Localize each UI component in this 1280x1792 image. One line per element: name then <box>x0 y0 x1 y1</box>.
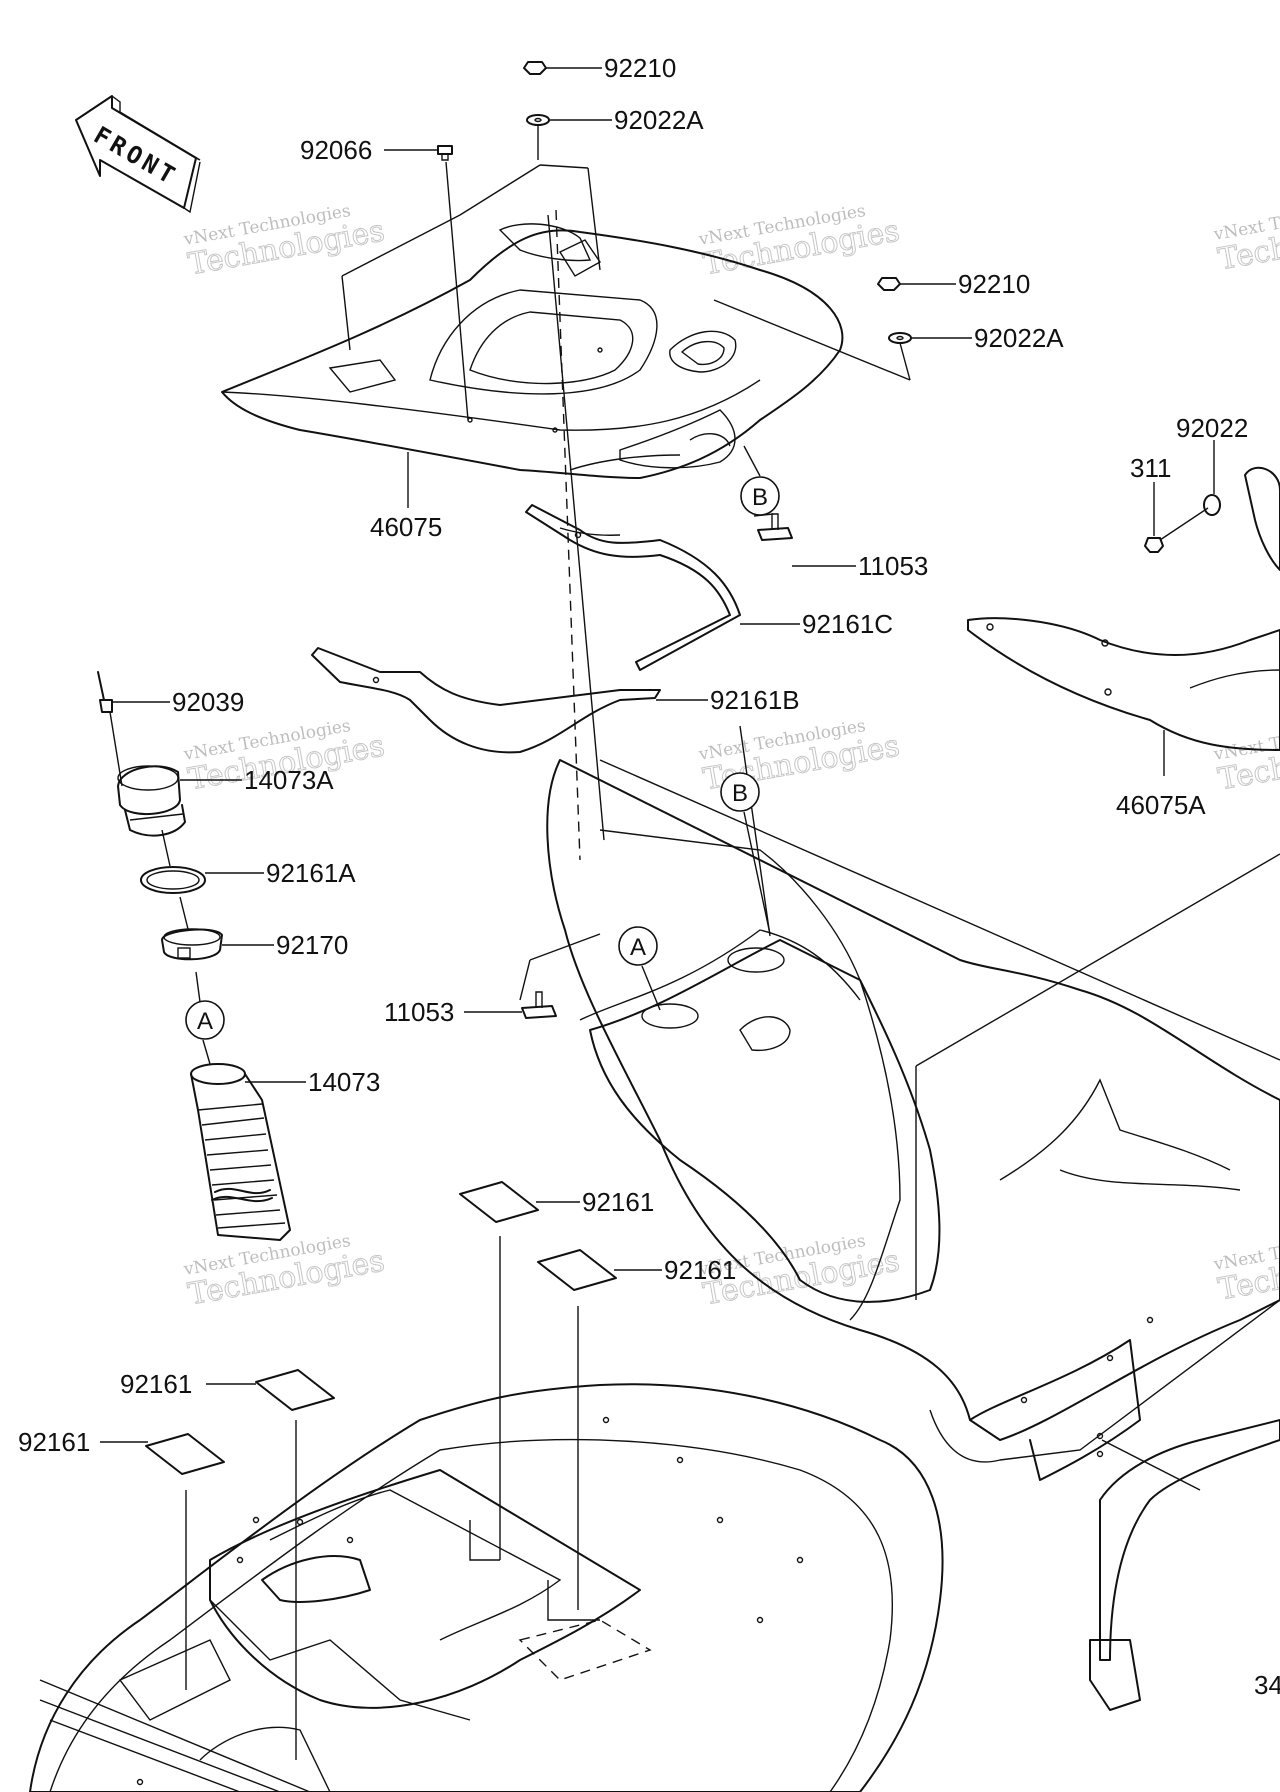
label-plate-92161 <box>145 1433 225 1475</box>
callout-label: 11053 <box>858 551 928 581</box>
bolt-92066 <box>437 145 453 161</box>
ref-marker-letter: B <box>752 484 768 511</box>
callout-34: 34 <box>1254 1670 1280 1700</box>
callout-label: 92210 <box>958 269 1030 299</box>
callout-92210: 92210 <box>900 269 1030 299</box>
nut-311 <box>1144 537 1164 553</box>
watermark: vNext Technologies Technologies <box>181 201 387 283</box>
ref-marker-a: A <box>618 926 661 1011</box>
callout-label: 11053 <box>384 997 454 1027</box>
ref-marker-a: A <box>185 1000 225 1040</box>
callout-46075a: 46075A <box>1116 730 1206 820</box>
callout-92170: 92170 <box>222 930 348 960</box>
washer-92022 <box>1203 494 1221 516</box>
ref-marker-b: B <box>740 476 780 516</box>
callout-46075: 46075 <box>370 452 442 542</box>
nut-92210-top <box>523 61 547 75</box>
side-cover-46075a <box>967 466 1280 751</box>
callout-label: 311 <box>1130 453 1171 483</box>
callout-92039: 92039 <box>112 687 244 717</box>
callout-label: 14073 <box>308 1067 380 1097</box>
ring-92161a <box>140 866 206 894</box>
rivet-11053-lower <box>521 991 557 1019</box>
callout-92161: 92161 <box>18 1427 148 1457</box>
nut-92210-right <box>877 277 901 291</box>
gasket-92161c <box>525 504 741 671</box>
callout-92161: 92161 <box>614 1255 736 1285</box>
callout-label: 92022A <box>614 105 704 135</box>
callout-label: 92039 <box>172 687 244 717</box>
callouts: 92210 92022A 92066 92210 92022A 92022 31… <box>18 53 1280 1700</box>
callout-label: 92022A <box>974 323 1064 353</box>
callout-92161: 92161 <box>120 1369 256 1399</box>
callout-label: 92066 <box>300 135 372 165</box>
callout-label: 92161 <box>120 1369 192 1399</box>
rivet-11053-upper <box>757 513 793 541</box>
hull-lower <box>29 1383 944 1792</box>
callout-label: 14073A <box>244 765 334 795</box>
callout-label: 92161C <box>802 609 893 639</box>
callout-92022a: 92022A <box>911 323 1064 353</box>
upper-cover-46075 <box>221 223 844 479</box>
watermark: vNext Technologies Technologies <box>1211 196 1280 278</box>
callout-label: 92161 <box>582 1187 654 1217</box>
ref-marker-letter: A <box>197 1008 213 1035</box>
deck-center <box>546 759 1280 1711</box>
watermark: vNext Technologies Technologies <box>181 1231 387 1313</box>
callout-92161c: 92161C <box>740 609 893 639</box>
callout-label: 92161 <box>18 1427 90 1457</box>
callout-label: 92161 <box>664 1255 736 1285</box>
label-plate-92161 <box>459 1181 539 1223</box>
callout-14073a: 14073A <box>180 765 334 795</box>
front-direction-arrow: FRONT <box>75 95 201 214</box>
clamp-92170 <box>161 928 223 961</box>
callout-92210: 92210 <box>546 53 676 83</box>
label-plate-92161 <box>537 1249 617 1291</box>
callout-label: 92170 <box>276 930 348 960</box>
ref-marker-letter: B <box>732 780 748 807</box>
hose-14073 <box>190 1063 291 1241</box>
washer-92022a-right <box>888 332 912 344</box>
callout-92161a: 92161A <box>205 858 356 888</box>
callout-label: 34 <box>1254 1670 1280 1700</box>
callout-label: 46075 <box>370 512 442 542</box>
callout-92161b: 92161B <box>656 685 800 715</box>
callout-label: 92210 <box>604 53 676 83</box>
watermark: vNext Technologies Technologies <box>1211 1226 1280 1308</box>
label-plate-92161 <box>255 1369 335 1411</box>
grommet-14073a <box>117 765 186 837</box>
callout-label: 92022 <box>1176 413 1248 443</box>
ref-marker-b: B <box>720 772 771 935</box>
watermark: vNext Technologies Technologies <box>1211 716 1280 798</box>
callout-14073: 14073 <box>245 1067 380 1097</box>
callout-label: 46075A <box>1116 790 1206 820</box>
callout-11053: 11053 <box>384 997 522 1027</box>
ref-marker-letter: A <box>630 934 646 961</box>
screw-92039 <box>97 671 113 713</box>
watermark: vNext Technologies Technologies <box>696 201 902 283</box>
washer-92022a-top <box>526 114 550 126</box>
assembly-lines <box>109 125 1280 1760</box>
callout-11053: 11053 <box>792 551 928 581</box>
callout-92022: 92022 <box>1176 413 1248 494</box>
callout-92066: 92066 <box>300 135 438 165</box>
callout-92161: 92161 <box>536 1187 654 1217</box>
callout-label: 92161B <box>710 685 800 715</box>
callout-311: 311 <box>1130 453 1171 536</box>
gasket-92161b <box>311 647 661 754</box>
callout-label: 92161A <box>266 858 356 888</box>
callout-92022a: 92022A <box>549 105 704 135</box>
